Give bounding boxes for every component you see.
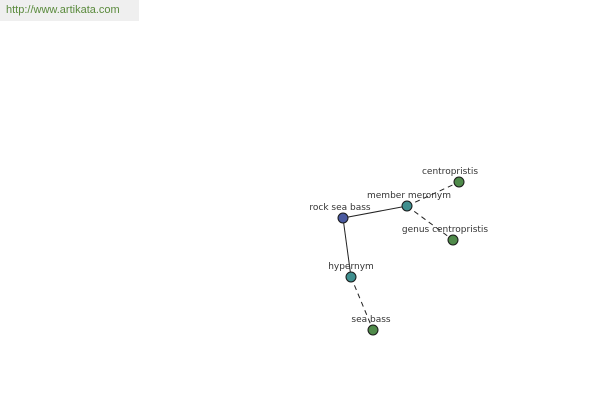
labels-layer: rock sea bass member meronym hypernym centr…: [309, 167, 488, 325]
edges-layer: [342, 181, 460, 331]
node-label-sea-bass[interactable]: sea bass: [351, 315, 391, 325]
node-member-meronym[interactable]: [401, 200, 413, 212]
node-label-member-meronym[interactable]: member meronym: [367, 191, 451, 201]
node-label-hypernym[interactable]: hypernym: [328, 262, 374, 272]
node-genus-centropristis[interactable]: [447, 234, 459, 246]
nodes-layer: [337, 176, 465, 336]
node-label-rock-sea-bass[interactable]: rock sea bass: [309, 203, 371, 213]
edge-member-meronym-to-genus-centropristis: [406, 205, 454, 241]
edge-hypernym-to-sea-bass: [350, 276, 374, 331]
edge-rock-sea-bass-to-member-meronym: [342, 205, 408, 219]
node-hypernym[interactable]: [345, 271, 357, 283]
edge-member-meronym-to-centropristis: [406, 181, 460, 207]
node-centropristis[interactable]: [453, 176, 465, 188]
node-rock-sea-bass[interactable]: [337, 212, 349, 224]
node-label-centropristis[interactable]: centropristis: [422, 167, 478, 177]
source-url-banner[interactable]: http://www.artikata.com: [0, 0, 139, 21]
edge-rock-sea-bass-to-hypernym: [342, 217, 352, 278]
node-label-genus-centropristis[interactable]: genus centropristis: [402, 225, 489, 235]
node-sea-bass[interactable]: [367, 324, 379, 336]
